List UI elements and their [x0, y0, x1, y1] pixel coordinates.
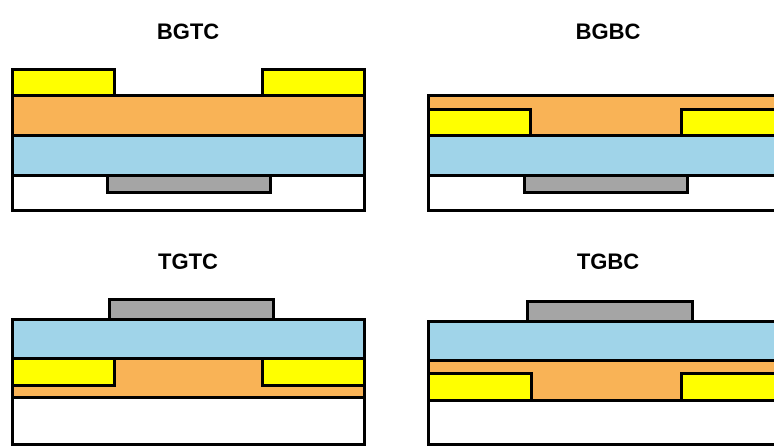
tgbc-drain-electrode [680, 372, 774, 402]
bgbc-drain-electrode [680, 108, 774, 137]
tgbc-dielectric [427, 320, 774, 362]
tgbc-gate [526, 300, 694, 323]
bgbc-dielectric [427, 134, 774, 177]
tgtc-gate [108, 298, 275, 321]
bgtc-drain-electrode [261, 68, 366, 97]
bgbc-title: BGBC [575, 19, 641, 44]
bgtc-gate [106, 174, 272, 194]
bgtc-semiconductor [11, 94, 366, 137]
tgtc-drain-electrode [261, 357, 366, 387]
tgtc-source-electrode [11, 357, 116, 387]
bgtc-dielectric [11, 134, 366, 177]
tgtc-title: TGTC [158, 249, 218, 274]
bgtc-title: BGTC [156, 19, 220, 44]
bgbc-gate [523, 174, 689, 194]
tgbc-substrate [427, 396, 774, 446]
bgbc-source-electrode [427, 108, 532, 137]
tgbc-source-electrode [427, 372, 533, 402]
tgtc-substrate [11, 396, 366, 446]
bgtc-source-electrode [11, 68, 116, 97]
tgbc-title: TGBC [576, 249, 640, 274]
tgtc-dielectric [11, 318, 366, 360]
